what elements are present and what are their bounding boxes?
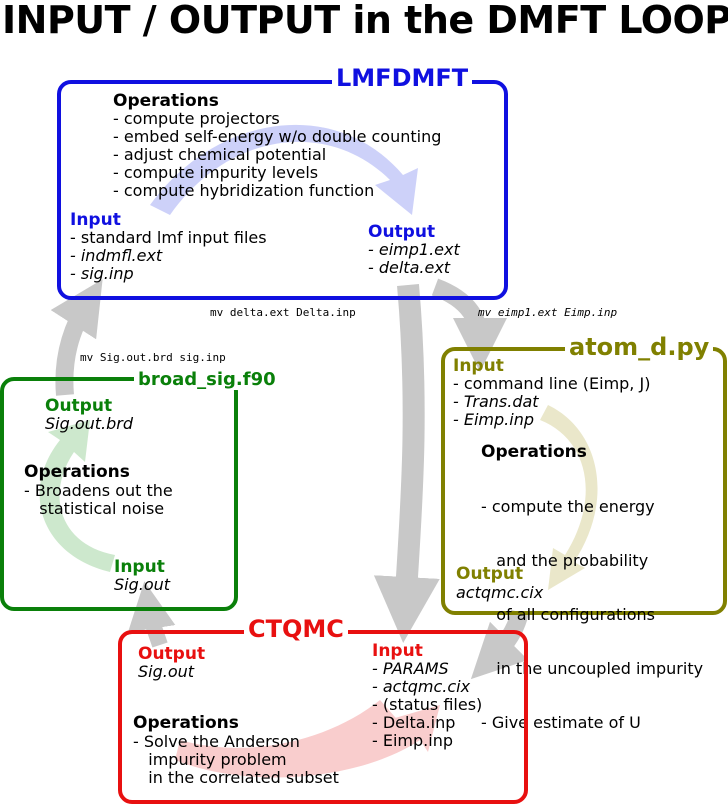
list-item: in the uncoupled impurity (481, 659, 704, 678)
mv-sig-command: mv Sig.out.brd sig.inp (80, 351, 226, 364)
lmfdmft-title: LMFDMFT (332, 64, 473, 92)
atom-output-heading: Output (456, 564, 524, 584)
atom-to-ctqmc-arrow (470, 609, 529, 680)
list-item: - compute projectors (113, 109, 280, 128)
broad-operations-heading: Operations (24, 462, 130, 482)
list-item: - PARAMS (372, 659, 449, 678)
list-item: - Solve the Anderson (133, 732, 300, 751)
lmfdmft-operations-heading: Operations (113, 91, 219, 111)
lmfdmft-flow-arrow (150, 124, 418, 215)
broad-input-value: Sig.out (114, 575, 171, 594)
lmfdmft-operations-list: - compute projectors - embed self-energy… (113, 110, 441, 200)
broad-operations-list: - Broadens out the statistical noise (24, 482, 173, 518)
broad-to-lmfdmft-arrow (50, 279, 103, 396)
list-item: - (status files) (372, 695, 483, 714)
broad-flow-arrow (39, 420, 115, 572)
list-item: - sig.inp (70, 264, 134, 283)
list-item: - delta.ext (368, 258, 451, 277)
atom-operations-heading: Operations (481, 442, 587, 462)
lmfdmft-input-heading: Input (70, 210, 121, 230)
list-item: in the correlated subset (133, 768, 339, 787)
ctqmc-flow-arrow (175, 700, 440, 778)
delta-to-ctqmc-arrow (373, 284, 440, 643)
mv-eimp-command: mv eimp1.ext Eimp.inp (478, 306, 618, 319)
lmfdmft-output-heading: Output (368, 222, 436, 242)
page-title: INPUT / OUTPUT in the DMFT LOOP (2, 0, 728, 42)
atom-operations-list: - compute the energy and the probability… (481, 462, 703, 750)
ctqmc-operations-heading: Operations (133, 713, 239, 733)
list-item: of all configurations (481, 605, 656, 624)
ctqmc-output-heading: Output (138, 644, 206, 664)
list-item: - compute impurity levels (113, 163, 319, 182)
list-item: - Trans.dat (453, 392, 539, 411)
broad-output-value: Sig.out.brd (45, 414, 134, 433)
list-item: and the probability (481, 551, 649, 570)
list-item: - eimp1.ext (368, 240, 460, 259)
list-item: - adjust chemical potential (113, 145, 327, 164)
atom-input-list: - command line (Eimp, J) - Trans.dat - E… (453, 375, 650, 429)
atom-output-value: actqmc.cix (456, 583, 544, 602)
ctqmc-input-list: - PARAMS - actqmc.cix - (status files) -… (372, 660, 482, 750)
lmfdmft-output-list: - eimp1.ext - delta.ext (368, 241, 460, 277)
broad-input-heading: Input (114, 557, 165, 577)
list-item: - command line (Eimp, J) (453, 374, 651, 393)
mv-delta-command: mv delta.ext Delta.inp (210, 306, 356, 319)
broad-box (0, 377, 238, 611)
list-item: - standard lmf input files (70, 228, 267, 247)
list-item: - Delta.inp (372, 713, 456, 732)
broad-title: broad_sig.f90 (134, 369, 280, 390)
list-item: - Give estimate of U (481, 713, 641, 732)
lmfdmft-input-list: - standard lmf input files - indmfl.ext … (70, 229, 267, 283)
list-item: - Broadens out the (24, 481, 173, 500)
atom-flow-arrow (540, 405, 598, 590)
list-item: - actqmc.cix (372, 677, 471, 696)
ctqmc-input-heading: Input (372, 641, 423, 661)
list-item: statistical noise (24, 499, 165, 518)
list-item: - compute hybridization function (113, 181, 375, 200)
lmfdmft-box (57, 80, 508, 300)
ctqmc-output-value: Sig.out (138, 662, 195, 681)
broad-output-heading: Output (45, 396, 113, 416)
atom-input-heading: Input (453, 356, 504, 376)
ctqmc-operations-list: - Solve the Anderson impurity problem in… (133, 733, 339, 787)
atom-title: atom_d.py (565, 333, 714, 361)
list-item: - indmfl.ext (70, 246, 163, 265)
list-item: - compute the energy (481, 497, 655, 516)
ctqmc-title: CTQMC (244, 615, 348, 643)
list-item: - embed self-energy w/o double counting (113, 127, 442, 146)
eimp-to-atom-arrow (431, 278, 507, 372)
list-item: impurity problem (133, 750, 287, 769)
list-item: - Eimp.inp (453, 410, 534, 429)
list-item: - Eimp.inp (372, 731, 453, 750)
